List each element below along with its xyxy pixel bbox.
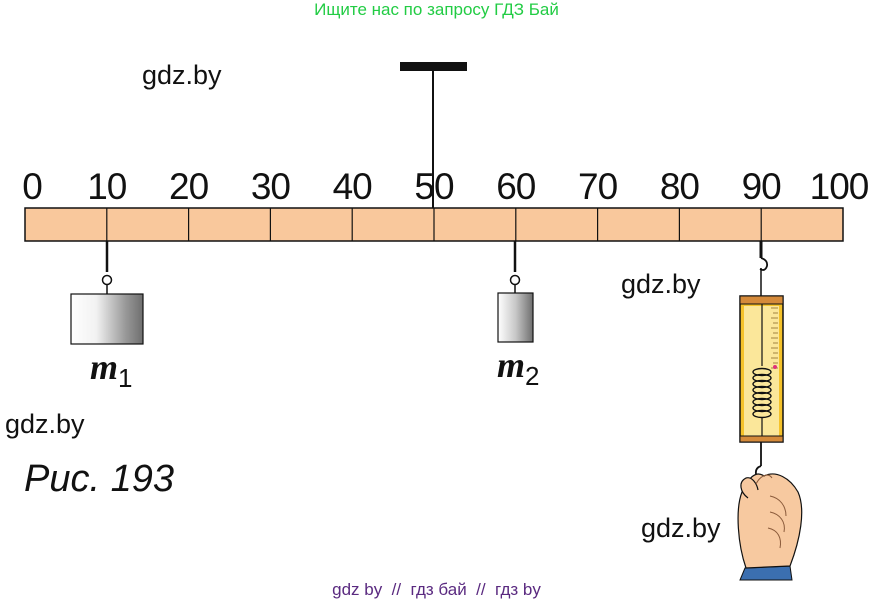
- dynamometer-scale: [771, 307, 778, 369]
- mass-label-m1: m1: [90, 347, 133, 394]
- ruler-ticks: [106, 208, 762, 241]
- ruler-label-30: 30: [250, 166, 291, 207]
- ruler-label-70: 70: [578, 166, 618, 207]
- mass-m1: [70, 241, 144, 345]
- ruler-label-60: 60: [496, 166, 536, 207]
- dynamometer-pointer: [773, 365, 777, 369]
- figure-caption: Рис. 193: [24, 458, 174, 500]
- mass-m1-block: [70, 293, 144, 345]
- watermark-4: gdz.by: [641, 513, 721, 543]
- ruler-label-50: 50: [414, 166, 454, 207]
- ruler-label-80: 80: [659, 166, 700, 207]
- dynamometer: [739, 241, 784, 479]
- ruler-label-100: 100: [809, 166, 870, 207]
- ceiling-support: [400, 62, 467, 71]
- top-banner: Ищите нас по запросу ГДЗ Бай: [314, 0, 559, 19]
- ruler-label-40: 40: [332, 166, 373, 207]
- ruler-label-20: 20: [169, 166, 209, 207]
- hand-illustration: [737, 473, 803, 581]
- dynamometer-spring: [752, 367, 772, 419]
- watermark-2: gdz.by: [621, 269, 701, 299]
- mass-label-m2: m2: [497, 345, 540, 392]
- ruler-label-0: 0: [22, 166, 43, 207]
- ruler-label-10: 10: [87, 166, 127, 207]
- watermark-3: gdz.by: [5, 409, 85, 439]
- mass-m2-block: [497, 292, 534, 343]
- mass-m2: [497, 241, 534, 343]
- ruler-label-90: 90: [741, 166, 782, 207]
- footer-watermark: gdz by // гдз бай // гдз by: [332, 580, 541, 599]
- watermark-1: gdz.by: [142, 60, 222, 90]
